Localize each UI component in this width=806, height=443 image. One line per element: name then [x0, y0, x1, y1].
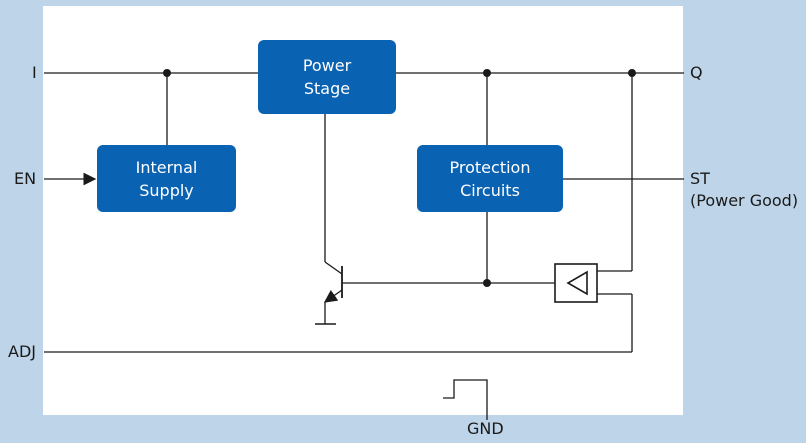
pin-label-q: Q — [690, 63, 703, 82]
internal-supply-line-2: Supply — [139, 180, 194, 200]
junction-dot — [628, 69, 636, 77]
pin-label-adj: ADJ — [8, 342, 36, 361]
internal-supply-line-1: Internal — [135, 157, 198, 177]
protection-circuits-block: Protection Circuits — [417, 145, 563, 212]
pin-label-st: ST — [690, 169, 710, 188]
pin-label-st-sub: (Power Good) — [690, 191, 799, 210]
gnd-symbol — [443, 379, 488, 416]
junction-dot — [163, 69, 171, 77]
wire-transistor-emitter — [323, 289, 343, 303]
protection-line-2: Circuits — [460, 180, 520, 200]
pin-label-en: EN — [14, 169, 37, 188]
junction-dot — [483, 69, 491, 77]
power-stage-line-2: Stage — [303, 79, 351, 98]
wire-transistor-collector — [324, 261, 343, 275]
pin-label-i: I — [32, 63, 37, 82]
pin-label-gnd: GND — [467, 419, 504, 438]
internal-supply-block: Internal Supply — [97, 145, 236, 212]
junction-dot — [483, 279, 491, 287]
power-stage-line-1: Power — [302, 56, 352, 75]
protection-line-1: Protection — [449, 157, 531, 177]
power-stage-block: Power Stage — [258, 40, 396, 114]
amplifier-triangle-icon — [566, 270, 588, 296]
amplifier-box — [554, 263, 598, 303]
